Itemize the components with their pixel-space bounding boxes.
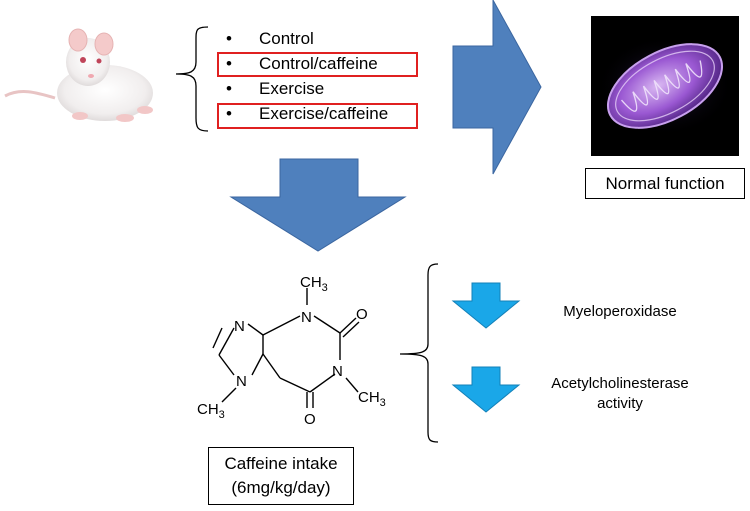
bullet: •: [226, 29, 232, 48]
group-label: Exercise/caffeine: [259, 104, 389, 123]
caffeine-intake-text: Caffeine intake: [224, 454, 338, 473]
caffeine-atom-labels: N N N N O O CH3 CH3 CH3: [197, 274, 386, 428]
methyl-left: CH3: [197, 401, 225, 421]
effect-text-line1: Myeloperoxidase: [563, 303, 677, 320]
atom-o-right: O: [356, 306, 368, 323]
treatment-groups: • Control • Control/caffeine • Exercise …: [226, 27, 426, 131]
normal-function-text: Normal function: [605, 174, 725, 193]
effect-text-line2: activity: [597, 395, 643, 412]
bullet: •: [226, 79, 232, 98]
right-big-arrow: [452, 0, 542, 175]
effect-text-line1: Acetylcholinesterase: [551, 375, 689, 392]
atom-n-right: N: [332, 363, 343, 380]
group-label: Control/caffeine: [259, 54, 378, 73]
atom-o-bottom: O: [304, 411, 316, 428]
atom-n-imidazole-top: N: [234, 318, 245, 335]
normal-function-label: Normal function: [585, 168, 745, 199]
methyl-top: CH3: [300, 274, 328, 294]
decrease-arrow-acetylcholinesterase: [451, 366, 521, 413]
caffeine-structure: [212, 288, 360, 408]
atom-n-top: N: [301, 309, 312, 326]
atom-n-imidazole-bottom: N: [236, 373, 247, 390]
decrease-arrow-myeloperoxidase: [451, 282, 521, 329]
caffeine-dose-text: (6mg/kg/day): [231, 478, 331, 497]
highlight-box-control-caffeine: [217, 52, 418, 77]
effect-label-acetylcholinesterase: Acetylcholinesterase activity: [525, 374, 715, 414]
effect-label-myeloperoxidase: Myeloperoxidase: [535, 302, 705, 322]
highlight-box-exercise-caffeine: [217, 103, 418, 129]
mitochondrion-image: [591, 16, 739, 156]
rat-image: [4, 28, 153, 122]
effects-brace: [399, 263, 439, 443]
bullet: •: [226, 54, 232, 73]
group-label: Control: [259, 29, 314, 48]
down-big-arrow: [229, 158, 407, 252]
groups-brace: [175, 26, 209, 132]
methyl-right: CH3: [358, 389, 386, 409]
bullet: •: [226, 104, 232, 123]
caffeine-intake-label: Caffeine intake (6mg/kg/day): [208, 447, 354, 505]
group-label: Exercise: [259, 79, 325, 98]
